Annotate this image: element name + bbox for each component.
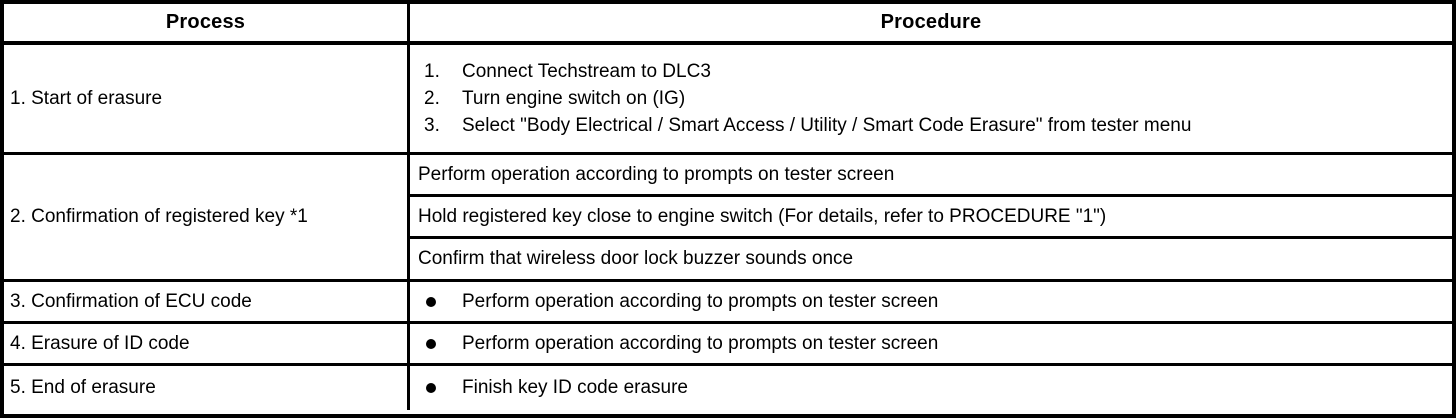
- table-row: 3. Confirmation of ECU code Perform oper…: [4, 282, 1452, 324]
- bullet-text: Finish key ID code erasure: [462, 377, 688, 398]
- column-header-procedure: Procedure: [880, 11, 982, 33]
- table-row: 5. End of erasure Finish key ID code era…: [4, 366, 1452, 410]
- list-item-text: Turn engine switch on (IG): [462, 88, 686, 109]
- bullet-icon: [426, 338, 436, 349]
- table-row: 2. Confirmation of registered key *1 Per…: [4, 155, 1452, 282]
- procedure-cell-5: Finish key ID code erasure: [410, 366, 1452, 410]
- procedure-cell-2: Perform operation according to prompts o…: [410, 155, 1452, 279]
- procedure-cell-4: Perform operation according to prompts o…: [410, 324, 1452, 363]
- table-header-row: Process Procedure: [4, 4, 1452, 45]
- list-item-text: Connect Techstream to DLC3: [462, 61, 711, 82]
- bullet-list-item: Finish key ID code erasure: [410, 366, 1452, 410]
- process-cell-3: 3. Confirmation of ECU code: [4, 282, 410, 321]
- column-header-process: Process: [4, 4, 410, 41]
- process-cell-5: 5. End of erasure: [4, 366, 410, 410]
- procedure-cell-1: 1. Connect Techstream to DLC3 2. Turn en…: [410, 45, 1452, 152]
- list-item-number: 3.: [424, 115, 440, 136]
- procedure-sub-row: Confirm that wireless door lock buzzer s…: [418, 248, 854, 270]
- process-cell-4: 4. Erasure of ID code: [4, 324, 410, 363]
- bullet-icon: [426, 296, 436, 307]
- list-item-number: 1.: [424, 61, 440, 82]
- bullet-icon: [426, 383, 436, 393]
- list-item-text: Select "Body Electrical / Smart Access /…: [462, 115, 1192, 136]
- procedure-sub-rows: Perform operation according to prompts o…: [410, 155, 1452, 279]
- process-cell-2: 2. Confirmation of registered key *1: [4, 155, 410, 279]
- procedure-sub-row: Perform operation according to prompts o…: [410, 155, 1452, 198]
- list-item: 1. Connect Techstream to DLC3: [424, 58, 1452, 85]
- ordered-list: 1. Connect Techstream to DLC3 2. Turn en…: [410, 45, 1452, 152]
- table-row: 1. Start of erasure 1. Connect Techstrea…: [4, 45, 1452, 155]
- procedure-sub-row: Hold registered key close to engine swit…: [410, 197, 1452, 240]
- list-item: 3. Select "Body Electrical / Smart Acces…: [424, 112, 1452, 139]
- bullet-list-item: Perform operation according to prompts o…: [410, 324, 1452, 363]
- list-item: 2. Turn engine switch on (IG): [424, 85, 1452, 112]
- bullet-text: Perform operation according to prompts o…: [462, 332, 939, 354]
- procedure-cell-3: Perform operation according to prompts o…: [410, 282, 1452, 321]
- process-cell-1: 1. Start of erasure: [4, 45, 410, 152]
- bullet-text: Perform operation according to prompts o…: [462, 290, 939, 312]
- bullet-list-item: Perform operation according to prompts o…: [410, 282, 1452, 321]
- list-item-number: 2.: [424, 88, 440, 109]
- table-row: 4. Erasure of ID code Perform operation …: [4, 324, 1452, 366]
